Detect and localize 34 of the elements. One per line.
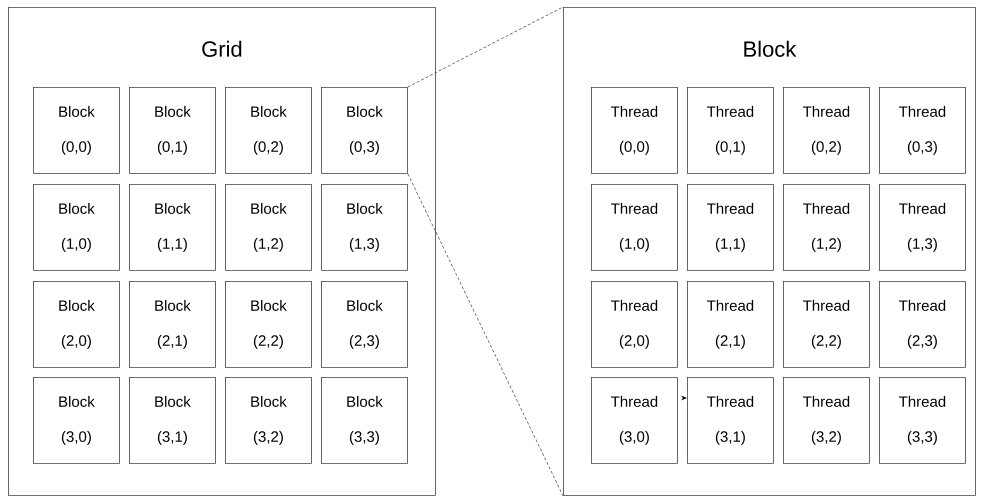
block-box: Block (0,2): [225, 87, 312, 174]
block-box: Block (3,1): [129, 377, 216, 464]
thread-box: Thread (0,2): [783, 87, 870, 174]
dashed-line: [407, 173, 564, 496]
thread-box: Thread (0,3): [879, 87, 966, 174]
thread-box: Thread (2,3): [879, 281, 966, 368]
block-box: Block (1,0): [33, 184, 120, 271]
block-box: Block (0,3): [321, 87, 408, 174]
block-box: Block (2,2): [225, 281, 312, 368]
thread-box: Thread (2,2): [783, 281, 870, 368]
thread-box: Thread (0,0): [591, 87, 678, 174]
thread-box: Thread (2,1): [687, 281, 774, 368]
block-box: Block (1,3): [321, 184, 408, 271]
block-box: Block (0,0): [33, 87, 120, 174]
thread-box: Thread (2,0): [591, 281, 678, 368]
block-box: Block (2,0): [33, 281, 120, 368]
thread-box: Thread (1,3): [879, 184, 966, 271]
block-box: Block (2,3): [321, 281, 408, 368]
block-box: Block (3,3): [321, 377, 408, 464]
block-box: Block (1,2): [225, 184, 312, 271]
thread-box: Thread (3,1): [687, 377, 774, 464]
thread-box: Thread (3,0): [591, 377, 678, 464]
block-box: Block (2,1): [129, 281, 216, 368]
thread-box: Thread (3,2): [783, 377, 870, 464]
block-box: Block (3,2): [225, 377, 312, 464]
thread-box: Thread (1,0): [591, 184, 678, 271]
dashed-line: [407, 6, 564, 88]
thread-box: Thread (1,2): [783, 184, 870, 271]
thread-box: Thread (0,1): [687, 87, 774, 174]
block-box: Block (0,1): [129, 87, 216, 174]
thread-box: Thread (1,1): [687, 184, 774, 271]
block-box: Block (3,0): [33, 377, 120, 464]
thread-box: Thread (3,3): [879, 377, 966, 464]
block-box: Block (1,1): [129, 184, 216, 271]
